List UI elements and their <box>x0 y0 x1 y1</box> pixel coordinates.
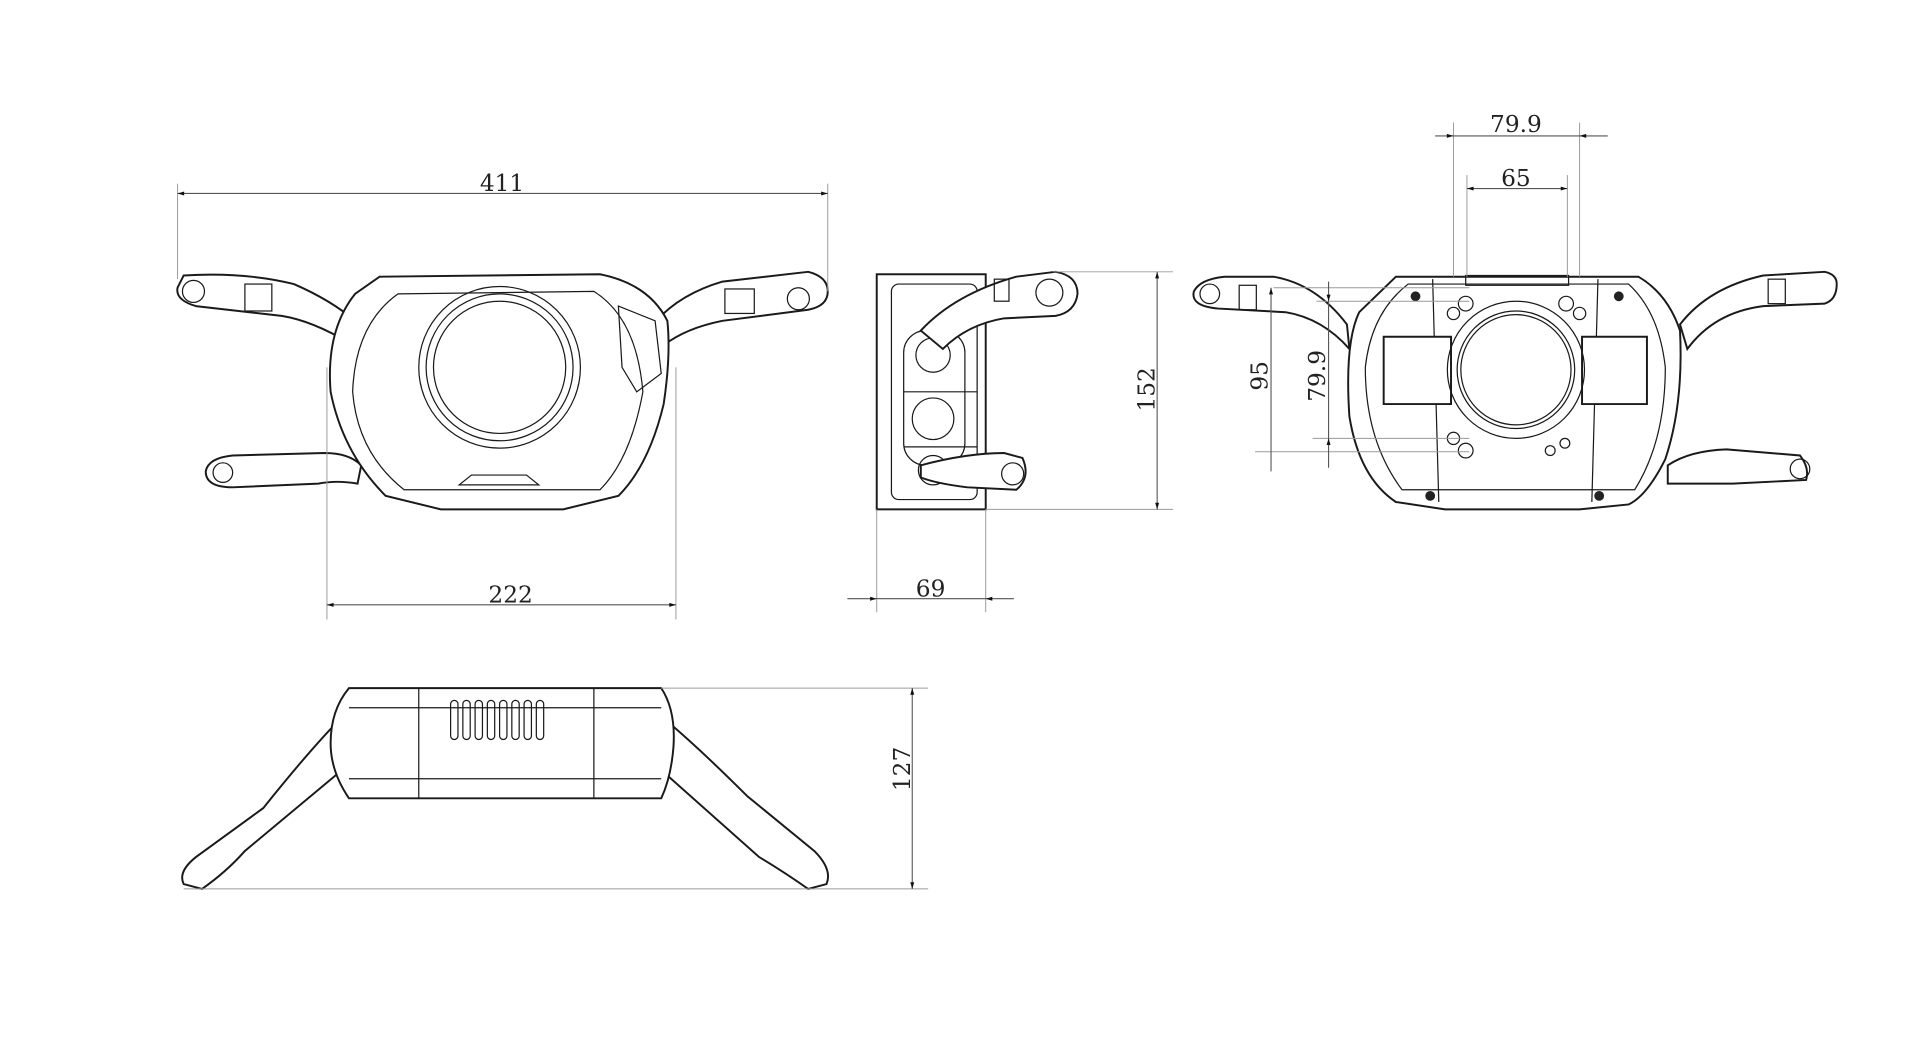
rear-view <box>1192 270 1838 511</box>
dimension-label: 127 <box>889 747 916 791</box>
dimension-label: 79.9 <box>1490 111 1542 138</box>
front-view <box>176 270 829 511</box>
dimension-79-9-vertical: 79.9 <box>1304 281 1470 468</box>
dimension-label: 152 <box>1134 367 1161 411</box>
dimension-411: 411 <box>177 170 829 292</box>
bottom-view <box>181 687 830 890</box>
dimension-label: 95 <box>1246 361 1273 391</box>
dimension-label: 222 <box>488 581 532 608</box>
dimension-label: 69 <box>916 575 946 602</box>
dimension-label: 411 <box>480 170 524 197</box>
bottom-vent-slots <box>450 699 545 741</box>
dimension-65: 65 <box>1466 165 1568 277</box>
dimension-label: 65 <box>1501 165 1531 192</box>
side-view <box>875 270 1079 511</box>
dimension-label: 79.9 <box>1304 350 1331 402</box>
dimension-152: 152 <box>985 271 1174 510</box>
dimension-79-9-horizontal: 79.9 <box>1435 111 1608 277</box>
dimension-69: 69 <box>847 509 1014 613</box>
dimension-95: 95 <box>1246 287 1470 472</box>
dimension-222: 222 <box>326 367 677 620</box>
dimension-127: 127 <box>183 687 929 890</box>
